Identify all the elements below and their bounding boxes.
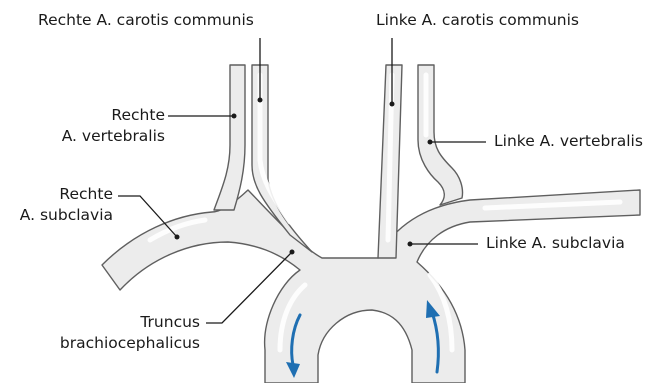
leader-left-vertebral: [428, 140, 487, 145]
label-right-vertebralis-line2: A. vertebralis: [62, 126, 165, 147]
label-left-subclavia: Linke A. subclavia: [486, 233, 625, 254]
label-truncus-brachiocephalicus: Truncus brachiocephalicus: [60, 312, 200, 354]
leader-right-vertebral: [168, 114, 237, 119]
label-right-subclavia: Rechte A. subclavia: [20, 184, 113, 226]
label-right-carotis-communis: Rechte A. carotis communis: [38, 10, 254, 31]
aortic-arch: [102, 190, 640, 383]
label-right-subclavia-line2: A. subclavia: [20, 205, 113, 226]
label-left-carotis-communis: Linke A. carotis communis: [376, 10, 579, 31]
label-right-vertebralis: Rechte A. vertebralis: [62, 105, 165, 147]
label-right-subclavia-line1: Rechte: [20, 184, 113, 205]
label-truncus-line1: Truncus: [60, 312, 200, 333]
label-left-vertebralis: Linke A. vertebralis: [494, 131, 643, 152]
label-right-vertebralis-line1: Rechte: [62, 105, 165, 126]
right-vertebral-vessel: [214, 65, 245, 210]
label-truncus-line2: brachiocephalicus: [60, 333, 200, 354]
